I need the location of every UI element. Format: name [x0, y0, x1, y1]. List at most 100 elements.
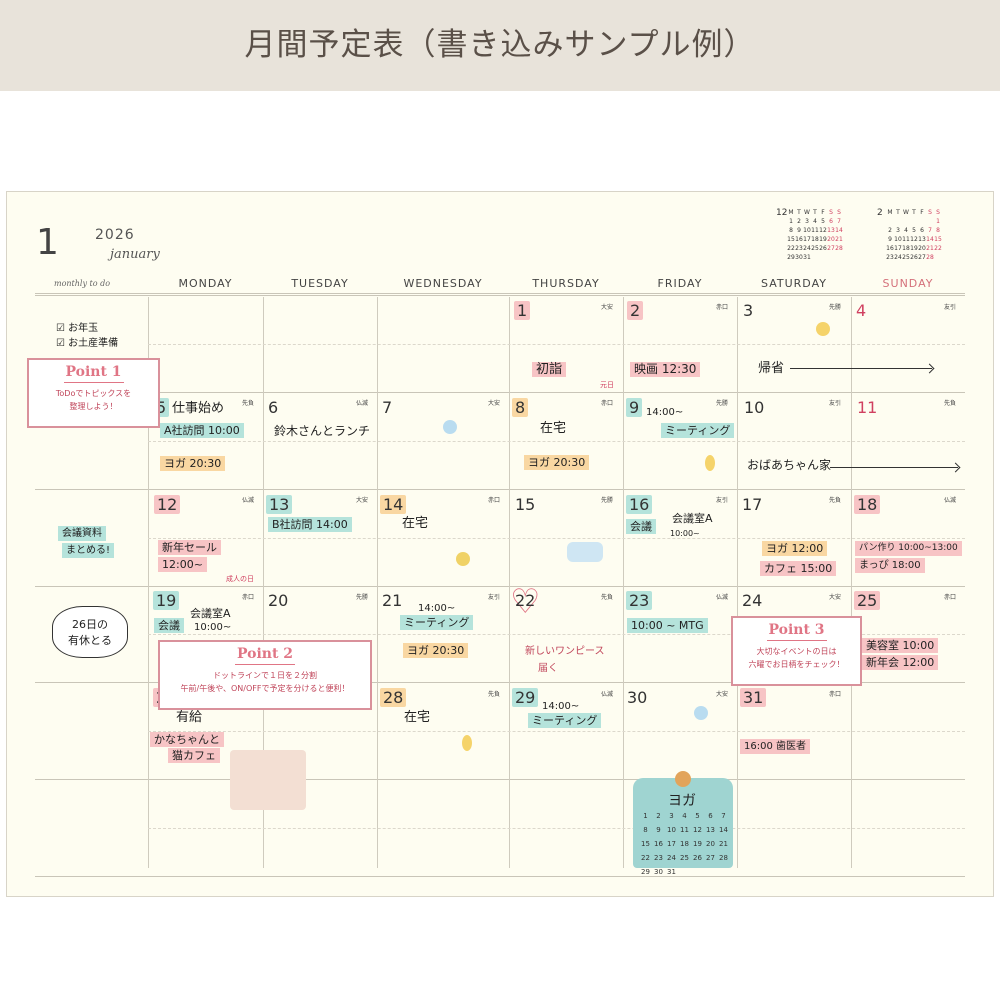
mini-cal-cell: 11 — [902, 236, 910, 243]
rokuyo: 仏滅 — [944, 497, 957, 504]
rokuyo: 大安 — [601, 304, 614, 311]
year-label: 2026 — [95, 227, 135, 243]
span-arrow — [830, 467, 958, 468]
flower-icon — [694, 706, 708, 720]
event: ミーティング — [528, 713, 602, 728]
mini-cal-cell: 16 — [795, 236, 803, 243]
yoga-cal-cell: 30 — [654, 868, 663, 876]
date-number: 7 — [382, 398, 393, 417]
rokuyo: 先勝 — [716, 400, 729, 407]
mini-cal-cell: M — [788, 209, 794, 216]
mini-cal-cell: W — [804, 209, 810, 216]
flower-icon — [675, 771, 691, 787]
point-text: 六曜でお日柄をチェック！ — [748, 660, 845, 669]
point-text: 午前/午後や、ON/OFFで予定を分けると便利！ — [180, 684, 350, 693]
yoga-cal-cell: 31 — [667, 868, 676, 876]
column-divider — [623, 297, 624, 868]
point-3-callout: Point 3 大切なイベントの日は 六曜でお日柄をチェック！ — [731, 616, 862, 686]
yoga-cal-cell: 4 — [682, 812, 687, 820]
event-time: 14:00~ — [542, 701, 580, 712]
rokuyo: 先負 — [829, 497, 842, 504]
mini-cal-cell: S — [928, 209, 932, 216]
todo-memo: まとめる! — [62, 543, 115, 558]
header-rule — [35, 293, 965, 296]
date-number: 1 — [514, 301, 531, 320]
event: 在宅 — [540, 421, 567, 436]
mini-cal-cell: 2 — [888, 227, 892, 234]
mini-cal-cell: 27 — [827, 245, 835, 252]
planner-sheet — [6, 191, 994, 897]
event: ヨガ 20:30 — [160, 456, 226, 471]
yoga-cal-cell: 5 — [695, 812, 700, 820]
yoga-cal-cell: 22 — [641, 854, 650, 862]
mini-cal-cell: 31 — [803, 254, 811, 261]
flower-icon — [443, 420, 457, 434]
yoga-cal-cell: 21 — [719, 840, 728, 848]
date-number: 18 — [854, 495, 881, 514]
mini-cal-cell: 12 — [910, 236, 918, 243]
event: かなちゃんと — [150, 732, 224, 747]
event: 在宅 — [402, 516, 429, 531]
mini-cal-cell: 5 — [821, 218, 825, 225]
event: ミーティング — [661, 423, 735, 438]
point-text: 大切なイベントの日は — [756, 647, 837, 656]
mini-cal-cell: 9 — [888, 236, 892, 243]
event: ヨガ 20:30 — [403, 643, 469, 658]
yoga-cal-cell: 24 — [667, 854, 676, 862]
todo-item: ☑ お年玉 — [56, 323, 99, 334]
week-divider — [35, 392, 965, 393]
bubble-text: 26日の — [72, 618, 108, 631]
cat-illustration-icon — [230, 750, 306, 810]
yoga-cal-cell: 19 — [693, 840, 702, 848]
date-number: 19 — [153, 591, 180, 610]
date-number: 8 — [512, 398, 529, 417]
point-1-callout: Point 1 ToDoでトピックスを 整理しよう！ — [27, 358, 160, 428]
weekday-wednesday: WEDNESDAY — [403, 277, 483, 290]
rokuyo: 仏滅 — [242, 497, 255, 504]
event: 初詣 — [532, 362, 567, 377]
mini-cal-feb-label: 2 — [877, 208, 883, 218]
rokuyo: 大安 — [488, 400, 501, 407]
mini-cal-dec-label: 12 — [776, 208, 788, 218]
rokuyo: 大安 — [829, 594, 842, 601]
point-text: ToDoでトピックスを — [55, 389, 132, 398]
speech-bubble: 26日の有休とる — [52, 606, 128, 658]
mini-cal-cell: F — [821, 209, 825, 216]
mini-cal-cell: 18 — [902, 245, 910, 252]
mini-cal-cell: 23 — [886, 254, 894, 261]
event: 会議 — [626, 519, 656, 534]
month-name: january — [110, 247, 160, 262]
yoga-cal-cell: 16 — [654, 840, 663, 848]
mini-cal-cell: 29 — [787, 254, 795, 261]
event: 猫カフェ — [168, 748, 220, 763]
weekday-sunday: SUNDAY — [882, 277, 934, 290]
half-day-dotline — [148, 344, 965, 345]
date-number: 13 — [266, 495, 293, 514]
rokuyo: 仏滅 — [601, 691, 614, 698]
rokuyo: 赤口 — [944, 594, 957, 601]
column-divider — [509, 297, 510, 868]
mini-cal-cell: 17 — [803, 236, 811, 243]
date-number: 31 — [740, 688, 767, 707]
date-number: 24 — [742, 591, 763, 610]
event-time: 14:00~ — [646, 407, 684, 418]
event: 有給 — [176, 710, 203, 725]
yoga-cal-cell: 29 — [641, 868, 650, 876]
mini-cal-cell — [918, 217, 926, 226]
event: 鈴木さんとランチ — [274, 424, 371, 438]
mini-cal-cell: 14 — [926, 236, 934, 243]
mini-cal-cell: 21 — [926, 245, 934, 252]
half-day-dotline — [148, 441, 965, 442]
mini-cal-cell: 3 — [805, 218, 809, 225]
mini-cal-cell: 8 — [789, 227, 793, 234]
flower-icon — [456, 552, 470, 566]
weekday-saturday: SATURDAY — [761, 277, 827, 290]
point-title: Point 3 — [768, 622, 825, 638]
event: B社訪問 14:00 — [268, 517, 352, 532]
column-divider — [148, 297, 149, 868]
todo-memo: 会議資料 — [58, 526, 106, 541]
mini-cal-cell: 6 — [920, 227, 924, 234]
rokuyo: 赤口 — [829, 691, 842, 698]
event-time: 10:00~ — [670, 529, 700, 538]
yoga-cal-cell: 15 — [641, 840, 650, 848]
